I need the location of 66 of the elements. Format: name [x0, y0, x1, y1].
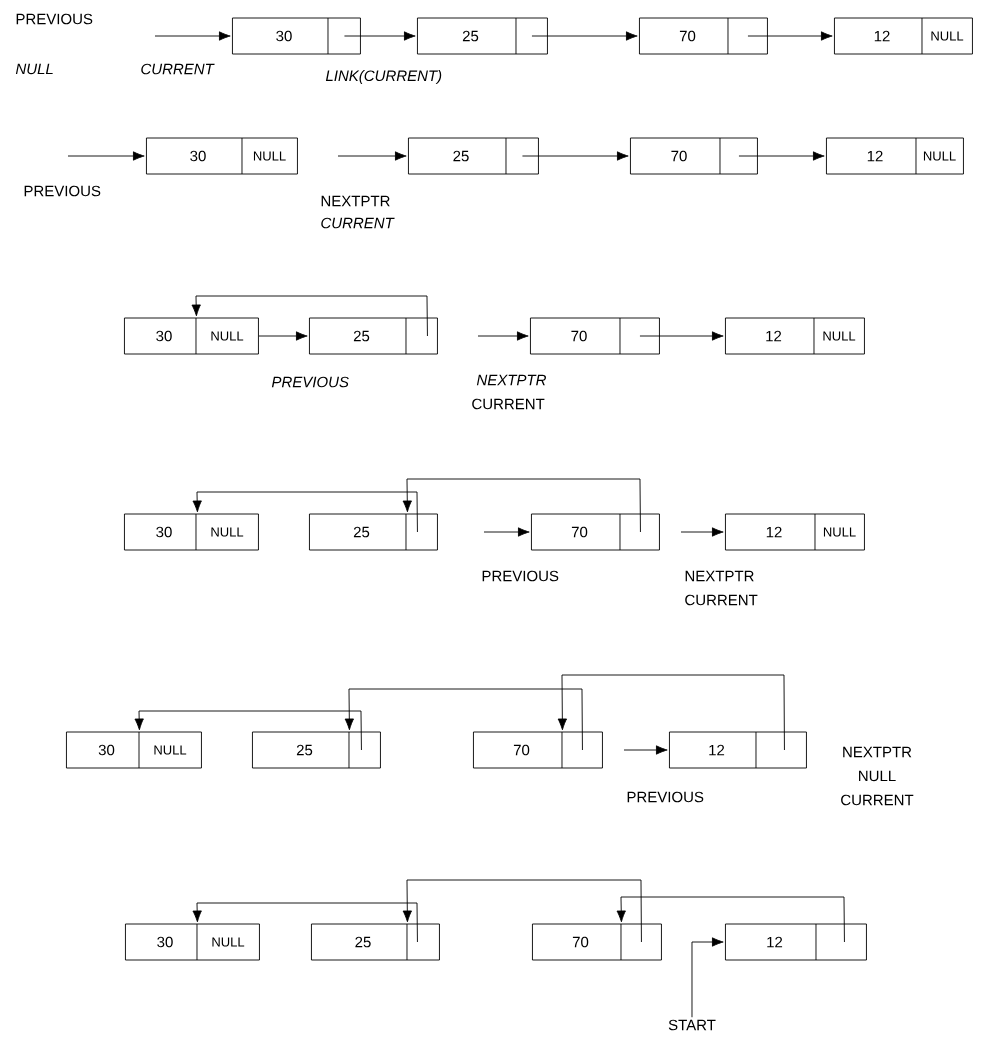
list-node: 30 NULL — [125, 923, 260, 961]
list-node: 12 — [725, 923, 867, 961]
arrow — [680, 527, 724, 537]
arrow — [258, 331, 308, 341]
arrow — [483, 527, 530, 537]
list-node: 25 — [417, 17, 548, 55]
list-node: 12 NULL — [725, 513, 865, 551]
pointer-label: NEXTPTR — [685, 570, 754, 582]
arrow — [344, 31, 416, 41]
list-node: 12 NULL — [826, 137, 964, 175]
arrow — [67, 151, 145, 161]
list-node: 30 NULL — [124, 513, 259, 551]
arrow — [402, 478, 641, 533]
list-node: 25 — [252, 731, 381, 769]
arrow — [557, 674, 785, 751]
arrow — [134, 710, 362, 751]
arrow — [402, 879, 642, 943]
pointer-label: PREVIOUS — [627, 791, 704, 803]
arrow — [191, 295, 428, 337]
list-node: 12 — [669, 731, 807, 769]
pointer-label: NEXTPTR — [321, 195, 390, 207]
arrow — [192, 491, 418, 533]
list-node: 25 — [309, 317, 438, 355]
pointer-label: CURRENT — [141, 63, 215, 75]
pointer-label: CURRENT — [841, 794, 914, 806]
pointer-label: PREVIOUS — [271, 376, 349, 388]
list-node: 30 — [232, 17, 361, 55]
list-node: 25 — [311, 923, 440, 961]
arrow — [639, 331, 724, 341]
pointer-label: PREVIOUS — [16, 13, 93, 25]
arrow — [616, 896, 845, 943]
pointer-label: START — [668, 1019, 716, 1031]
pointer-label: CURRENT — [472, 398, 545, 410]
arrow — [531, 31, 638, 41]
arrow — [522, 151, 629, 161]
arrow — [337, 151, 407, 161]
list-node: 70 — [630, 137, 758, 175]
arrow — [691, 937, 724, 1018]
list-node: 70 — [530, 317, 660, 355]
arrow — [477, 331, 529, 341]
list-node: 70 — [531, 513, 660, 551]
arrow — [738, 151, 825, 161]
list-node: 12 NULL — [725, 317, 865, 355]
pointer-label: NULL — [15, 63, 53, 75]
arrow — [747, 31, 833, 41]
pointer-label: NEXTPTR — [476, 374, 546, 386]
pointer-label: CURRENT — [321, 217, 395, 229]
arrow — [623, 745, 668, 755]
list-node: 70 — [532, 923, 662, 961]
list-node: 25 — [309, 513, 438, 551]
list-node: 30 NULL — [146, 137, 298, 175]
pointer-label: NEXTPTR — [843, 746, 912, 758]
pointer-label: PREVIOUS — [482, 570, 559, 582]
list-node: 70 — [473, 731, 603, 769]
pointer-label: CURRENT — [685, 594, 758, 606]
list-node: 30 NULL — [124, 317, 259, 355]
list-node: 25 — [408, 137, 539, 175]
arrow — [344, 688, 583, 751]
pointer-label: PREVIOUS — [24, 185, 101, 197]
list-node: 12 NULL — [834, 17, 973, 55]
pointer-label: LINK(CURRENT) — [325, 70, 442, 84]
list-node: 70 — [639, 17, 768, 55]
list-node: 30 NULL — [66, 731, 202, 769]
pointer-label: NULL — [859, 770, 896, 782]
arrow — [192, 902, 418, 943]
arrow — [154, 31, 231, 41]
